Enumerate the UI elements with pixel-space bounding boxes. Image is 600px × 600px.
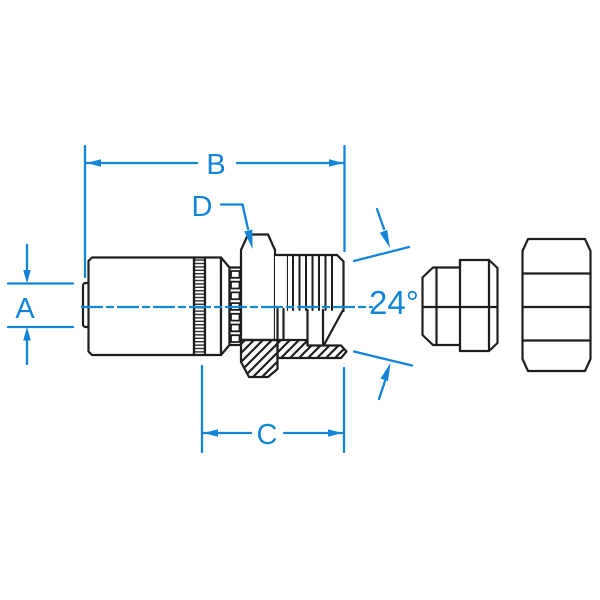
dimension-b (83, 144, 346, 279)
thread-wall-section-hatch (276, 338, 348, 360)
arrowhead-a-bottom (23, 327, 31, 341)
thread-fill (288, 255, 344, 340)
dim-d-label: D (192, 191, 213, 223)
hex-section-hatch (239, 338, 279, 379)
internal-cone-line (323, 309, 344, 346)
fitting-side-view (81, 233, 592, 379)
arrowhead-c-left (203, 429, 218, 437)
arrowhead-a-top (23, 270, 31, 284)
label-d-leader (219, 203, 253, 249)
thread-crest-lines (292, 254, 333, 311)
dim-c-label: C (257, 419, 278, 451)
hex-nut (239, 233, 277, 342)
collar-serration-windows (230, 270, 241, 343)
cone-angle-label: 24° (369, 284, 419, 321)
dim-b-label: B (206, 149, 225, 181)
dimension-c (200, 364, 346, 454)
arrowhead-angle-bottom (380, 363, 391, 382)
arrowhead-b-right (329, 159, 344, 167)
dim-a-label: A (15, 293, 35, 325)
arrowhead-d (244, 229, 253, 249)
dimension-labels: A B C D 24° (15, 149, 419, 451)
cone-angle-callout (352, 207, 414, 401)
dimension-a (6, 243, 75, 366)
arrowhead-c-right (328, 429, 343, 437)
sleeve-component (421, 258, 499, 353)
nut-component (521, 237, 592, 373)
arrowhead-angle-top (379, 229, 390, 248)
arrowhead-b-left (86, 159, 101, 167)
dimension-layer (6, 144, 414, 454)
